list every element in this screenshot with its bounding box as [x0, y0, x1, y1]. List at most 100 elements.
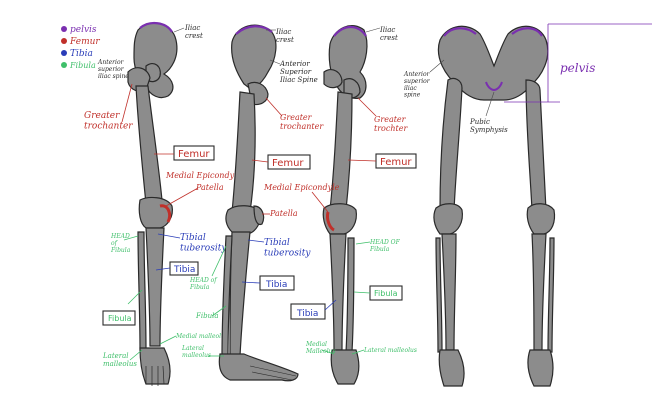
side-ilium — [231, 24, 277, 91]
front-knee — [138, 196, 173, 229]
front-toes — [145, 365, 165, 386]
side-leader-femur — [251, 159, 269, 163]
side-leader-head-of-fibula — [211, 245, 227, 277]
side-femur-shaft — [231, 91, 256, 213]
front-leader-medial-malleolus — [159, 335, 177, 345]
side-leader-greater-trochanter — [265, 97, 283, 117]
side-tibia — [229, 231, 251, 357]
front-box-femur — [173, 145, 215, 161]
side-view-skeleton — [218, 24, 299, 382]
pelvis-right-foot — [527, 349, 554, 387]
front-label-medial-malleolus: Medial malleolus — [175, 333, 228, 340]
side-label-patella: Patella — [269, 209, 298, 218]
front-tibia — [145, 227, 165, 347]
side-knee — [225, 205, 261, 235]
pelvis-left-femur — [439, 77, 463, 211]
back-fibula — [345, 237, 355, 353]
front-label-fibula: Fibula — [108, 314, 132, 323]
front-box-tibia — [169, 261, 199, 276]
pelvis-leader-pubic-symphysis — [485, 91, 495, 117]
back-leader-head-of-fibula — [355, 241, 371, 245]
pelvis-right-knee — [526, 203, 556, 235]
back-view-skeleton — [322, 25, 368, 385]
back-leader-medial-epicondyle — [311, 191, 329, 213]
front-label-femur: Femur — [178, 149, 210, 160]
pelvis-left-crest-mark — [443, 27, 477, 37]
pelvis-left-tibia — [441, 233, 457, 351]
pelvis-left-knee — [433, 203, 463, 235]
front-label-tibia: Tibia — [173, 265, 195, 275]
back-label-fibula: Fibula — [374, 289, 398, 298]
front-leader-lateral-malleolus — [129, 349, 143, 361]
back-tibia — [329, 233, 347, 351]
back-leader-iliac-crest — [365, 27, 381, 33]
back-femur-head — [323, 69, 343, 89]
pelvis-girdle — [437, 25, 549, 101]
back-box-tibia — [290, 303, 326, 320]
legend-label-tibia: Tibia — [70, 49, 93, 59]
pelvis-right-fibula — [547, 237, 555, 353]
side-label-fibula: Fibula — [195, 312, 219, 320]
legend-label-pelvis: pelvis — [70, 25, 97, 35]
back-leader-lateral-malleolus — [351, 349, 365, 355]
side-label-femur: Femur — [272, 158, 304, 169]
back-femur-shaft — [329, 91, 353, 211]
back-label-tibia: Tibia — [296, 309, 318, 319]
back-leader-tibia — [324, 299, 337, 311]
front-patella-mark — [159, 204, 172, 223]
front-iliac-crest-mark — [139, 22, 173, 33]
back-leader-medial-malleolus — [321, 349, 335, 355]
front-femur-shaft — [135, 85, 163, 205]
front-foot — [139, 347, 171, 385]
legend-label-fibula: Fibula — [69, 61, 96, 70]
back-leader-femur — [347, 159, 377, 162]
legend-dot-tibia — [61, 50, 67, 56]
back-leader-greater-trochanter — [357, 97, 377, 117]
front-label-patella: Patella — [195, 183, 224, 192]
back-leader-fibula — [353, 291, 371, 294]
back-medial-epicondyle-mark — [326, 211, 335, 232]
front-leader-head-of-fibula — [123, 235, 139, 241]
pelvis-right-femur — [525, 79, 547, 211]
side-patella — [253, 205, 265, 226]
side-leader-asis — [269, 59, 281, 65]
pelvis-left-fibula — [435, 237, 443, 353]
front-leader-tibia — [155, 267, 171, 271]
pelvis-left-foot — [438, 349, 465, 387]
back-label-medial-epicondyle: Medial Epicondyle — [263, 183, 340, 192]
front-leader-patella — [165, 187, 199, 207]
pelvis-leader-asis — [429, 59, 445, 73]
pelvis-right-crest-mark — [511, 27, 543, 37]
front-fibula — [137, 231, 147, 351]
back-foot — [330, 349, 360, 385]
front-view-skeleton — [127, 22, 178, 386]
front-leader-tibial-tuberosity — [157, 233, 181, 239]
legend-dot-femur — [61, 38, 67, 44]
front-leader-greater-trochanter — [121, 83, 133, 123]
pelvis-view-skeleton — [433, 25, 556, 387]
legend-dot-fibula — [61, 62, 67, 68]
pelvis-right-tibia — [531, 233, 547, 351]
front-box-fibula — [102, 310, 136, 326]
